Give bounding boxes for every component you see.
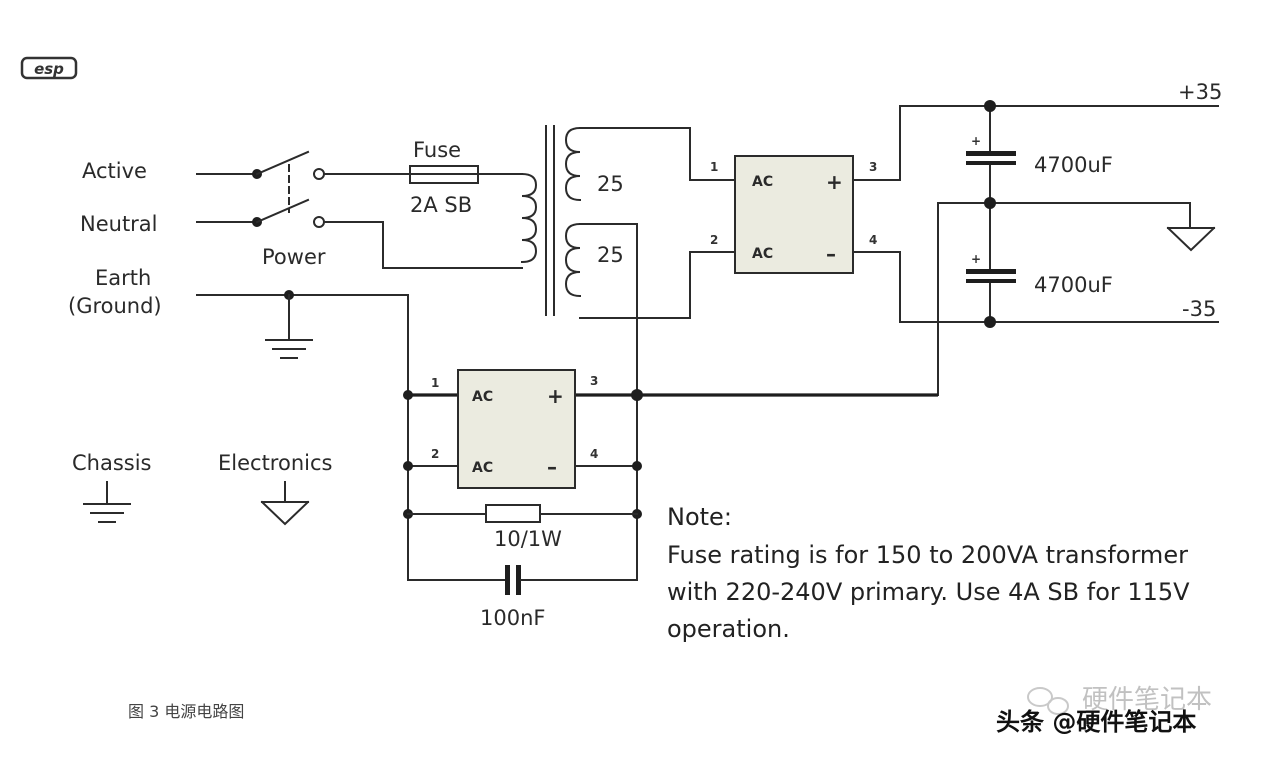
active-label: Active (82, 159, 147, 183)
ground-label: (Ground) (68, 294, 162, 318)
ground-bridge-ac-2: AC (472, 460, 493, 476)
fuse (323, 165, 523, 184)
electronics-ground-icon (1166, 226, 1216, 252)
ground-bridge-minus: – (547, 455, 557, 479)
fuse-title: Fuse (413, 138, 461, 162)
main-bridge-minus: – (826, 242, 836, 266)
esp-logo: esp (20, 56, 78, 80)
ground-bridge-pin-3: 3 (590, 374, 598, 388)
bottom-cap-value: 4700uF (1034, 273, 1113, 297)
note-line-3: operation. (667, 615, 790, 643)
earth-label: Earth (95, 266, 151, 290)
main-bridge-ac-1: AC (752, 174, 773, 190)
filter-capacitor-bottom (966, 269, 1016, 283)
ground-capacitor (407, 565, 638, 595)
top-cap-value: 4700uF (1034, 153, 1113, 177)
esp-logo-text: esp (34, 60, 64, 78)
main-bridge-ac-2: AC (752, 246, 773, 262)
main-bridge-rectifier (734, 155, 854, 274)
top-cap-polarity: + (971, 134, 981, 148)
ground-bridge-plus: + (547, 384, 564, 408)
secondary-wiring (579, 127, 736, 396)
transformer (520, 125, 582, 316)
capacitor-value: 100nF (480, 606, 545, 630)
note-title: Note: (667, 503, 732, 531)
main-bridge-pin-1: 1 (710, 160, 718, 174)
main-bridge-pin-3: 3 (869, 160, 877, 174)
positive-rail-label: +35 (1178, 80, 1222, 104)
ground-bridge-pin-4: 4 (590, 447, 598, 461)
main-bridge-pin-4: 4 (869, 233, 877, 247)
ground-resistor (407, 504, 638, 523)
watermark-main: 头条 @硬件笔记本 (996, 708, 1196, 736)
power-switch-label: Power (262, 245, 326, 269)
mains-input-wires (196, 169, 262, 227)
ground-bridge-ac-1: AC (472, 389, 493, 405)
earth-wiring (196, 290, 638, 581)
neutral-label: Neutral (80, 212, 158, 236)
bottom-cap-polarity: + (971, 252, 981, 266)
power-switch (255, 150, 325, 228)
neutral-primary-wire (323, 221, 523, 269)
resistor-value: 10/1W (494, 527, 562, 551)
secondary-upper-voltage: 25 (597, 172, 624, 196)
ground-bridge-pin-2: 2 (431, 447, 439, 461)
chassis-legend-label: Chassis (72, 451, 152, 475)
note-line-2: with 220-240V primary. Use 4A SB for 115… (667, 578, 1190, 606)
output-wiring (637, 100, 1219, 397)
wechat-icon (1027, 687, 1069, 715)
ground-lift-bridge (403, 369, 643, 519)
chassis-ground-icon (83, 481, 131, 523)
electronics-legend-label: Electronics (218, 451, 332, 475)
watermark: 硬件笔记本 头条 @硬件笔记本 (996, 685, 1212, 736)
electronics-legend-icon (260, 481, 310, 526)
secondary-lower-voltage: 25 (597, 243, 624, 267)
figure-caption: 图 3 电源电路图 (128, 702, 244, 721)
filter-capacitor-top (966, 151, 1016, 165)
watermark-faint: 硬件笔记本 (1082, 685, 1212, 715)
fuse-rating: 2A SB (410, 193, 472, 217)
ground-bridge-pin-1: 1 (431, 376, 439, 390)
negative-rail-label: -35 (1182, 297, 1216, 321)
note-line-1: Fuse rating is for 150 to 200VA transfor… (667, 541, 1188, 569)
main-bridge-pin-2: 2 (710, 233, 718, 247)
main-bridge-plus: + (826, 170, 843, 194)
